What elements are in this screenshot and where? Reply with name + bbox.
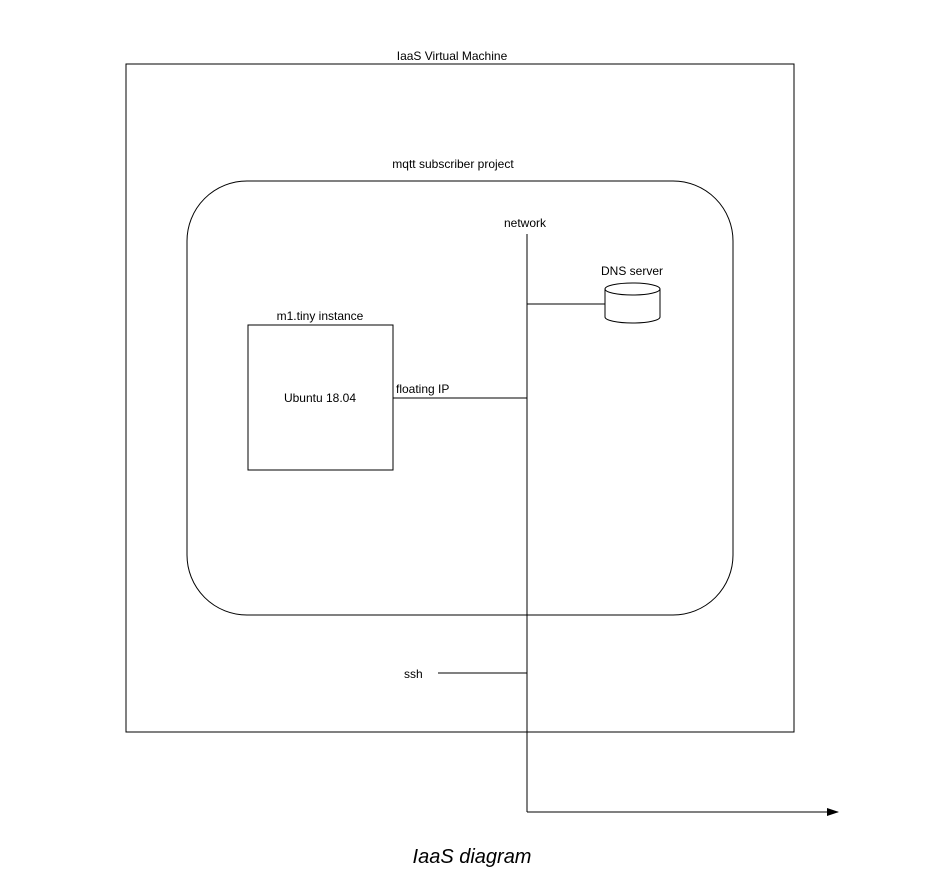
instance-os: Ubuntu 18.04 [284,391,356,405]
floating-ip-label: floating IP [396,382,449,396]
vm-title: IaaS Virtual Machine [397,49,508,63]
project-container [186,180,734,616]
database-icon [604,282,661,324]
dns-label: DNS server [601,264,663,278]
instance-title: m1.tiny instance [277,309,364,323]
figure-caption: IaaS diagram [413,846,532,868]
ssh-label: ssh [404,667,423,681]
network-label: network [504,216,547,230]
vm-box [125,63,795,733]
project-title: mqtt subscriber project [392,157,514,171]
